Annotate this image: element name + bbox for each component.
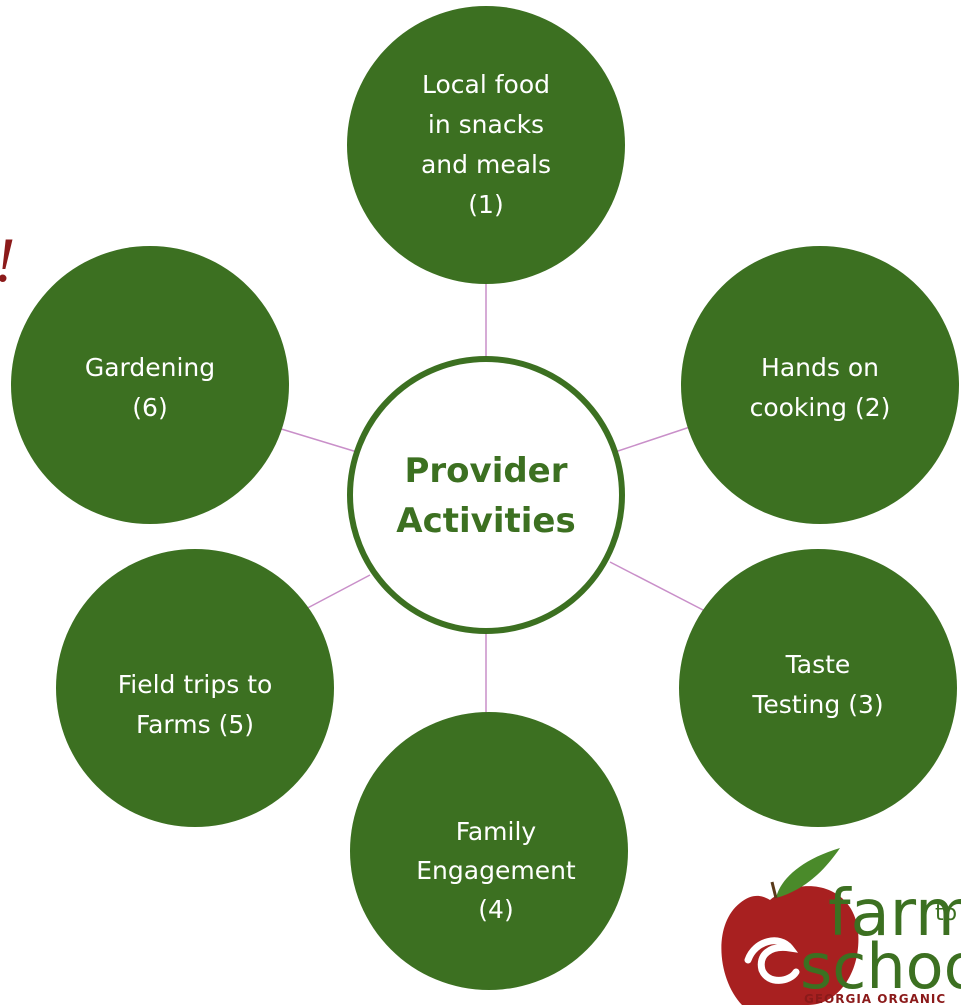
node-label-line: cooking (2) — [750, 393, 891, 422]
logo-georgia-organics-text: GEORGIA ORGANIC — [804, 992, 946, 1005]
node-label-line: and meals — [421, 150, 551, 179]
center-label-line-1: Provider — [404, 451, 567, 491]
node-hands-on-cooking: Hands on cooking (2) — [681, 246, 959, 524]
node-family-engagement: Family Engagement (4) — [350, 712, 628, 990]
node-circle — [679, 549, 957, 827]
node-label-line: Gardening — [85, 353, 215, 382]
connector-gardening — [277, 427, 358, 453]
node-label-line: Taste — [785, 650, 851, 679]
node-taste-testing: Taste Testing (3) — [679, 549, 957, 827]
node-label-line: Field trips to — [118, 670, 273, 699]
node-label-line: Hands on — [761, 353, 879, 382]
node-label-line: (1) — [468, 190, 503, 219]
node-label-line: (4) — [478, 895, 513, 924]
connector-hands-on-cooking — [614, 426, 691, 453]
node-circle — [681, 246, 959, 524]
center-node: Provider Activities — [347, 356, 625, 634]
center-label-line-2: Activities — [396, 501, 575, 541]
logo-schoo-text: schoo — [800, 930, 961, 1003]
node-label-line: Local food — [422, 70, 550, 99]
node-label-line: Engagement — [416, 856, 576, 885]
edge-exclamation-mark: ! — [0, 228, 15, 292]
node-label-line: Testing (3) — [751, 690, 883, 719]
connector-taste-testing — [609, 561, 706, 612]
apple-stem — [770, 881, 778, 899]
node-circle — [347, 6, 625, 284]
node-label-line: Farms (5) — [136, 710, 254, 739]
logo-farm-text: farm — [828, 877, 961, 951]
apple-swirl — [744, 937, 800, 984]
connector-field-trips — [299, 574, 371, 613]
farm-to-school-logo: farm to schoo GEORGIA ORGANIC — [721, 848, 961, 1005]
center-circle — [347, 356, 625, 634]
node-gardening: Gardening (6) — [11, 246, 289, 524]
node-field-trips: Field trips to Farms (5) — [56, 549, 334, 827]
node-local-food: Local food in snacks and meals (1) — [347, 6, 625, 284]
node-circle — [11, 246, 289, 524]
node-circle — [350, 712, 628, 990]
connectors — [277, 277, 706, 713]
node-circle — [56, 549, 334, 827]
node-label-line: in snacks — [428, 110, 544, 139]
node-label-line: (6) — [132, 393, 167, 422]
node-label-line: Family — [456, 817, 537, 846]
leaf-icon — [776, 848, 840, 898]
logo-to-text: to — [935, 901, 957, 926]
